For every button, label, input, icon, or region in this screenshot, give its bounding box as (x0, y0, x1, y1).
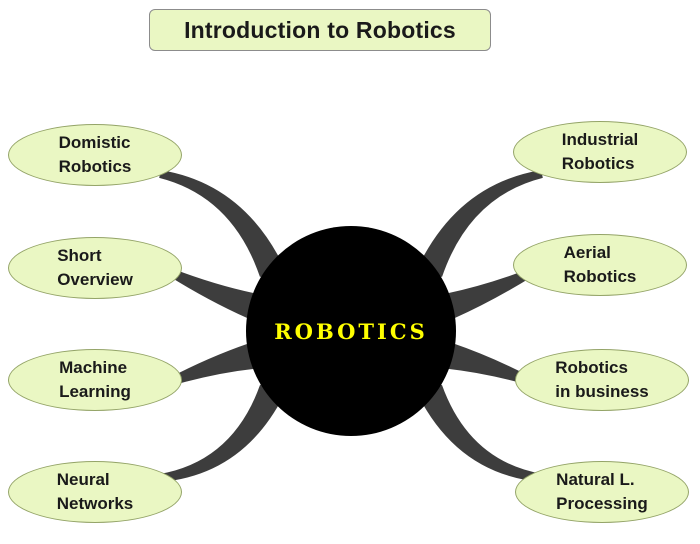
node-industrial-robotics: Industrial Robotics (513, 121, 687, 183)
node-natural-l-processing: Natural L. Processing (515, 461, 689, 523)
connector (159, 384, 284, 482)
node-short-overview-label: Short Overview (57, 246, 133, 289)
connector (159, 170, 284, 277)
connector (168, 343, 255, 386)
node-machine-learning-label: Machine Learning (59, 358, 131, 401)
node-neural-networks: Neural Networks (8, 461, 182, 523)
central-topic-label: ROBOTICS (274, 318, 428, 344)
node-domistic-robotics-label: Domistic Robotics (58, 133, 132, 176)
node-robotics-in-business-label: Robotics in business (555, 358, 649, 401)
connector (447, 343, 534, 386)
connector (418, 384, 543, 482)
central-topic: ROBOTICS (246, 226, 456, 436)
node-machine-learning: Machine Learning (8, 349, 182, 411)
node-domistic-robotics: Domistic Robotics (8, 124, 182, 186)
node-aerial-robotics: Aerial Robotics (513, 234, 687, 296)
node-natural-l-processing-label: Natural L. Processing (556, 470, 648, 513)
node-neural-networks-label: Neural Networks (56, 470, 134, 513)
node-short-overview: Short Overview (8, 237, 182, 299)
connector (446, 268, 534, 319)
node-industrial-robotics-label: Industrial Robotics (561, 130, 639, 173)
diagram-title-box: Introduction to Robotics (149, 9, 491, 51)
node-aerial-robotics-label: Aerial Robotics (563, 243, 637, 286)
connector (418, 170, 543, 277)
node-robotics-in-business: Robotics in business (515, 349, 689, 411)
connector (168, 268, 256, 319)
diagram-title: Introduction to Robotics (184, 16, 456, 43)
